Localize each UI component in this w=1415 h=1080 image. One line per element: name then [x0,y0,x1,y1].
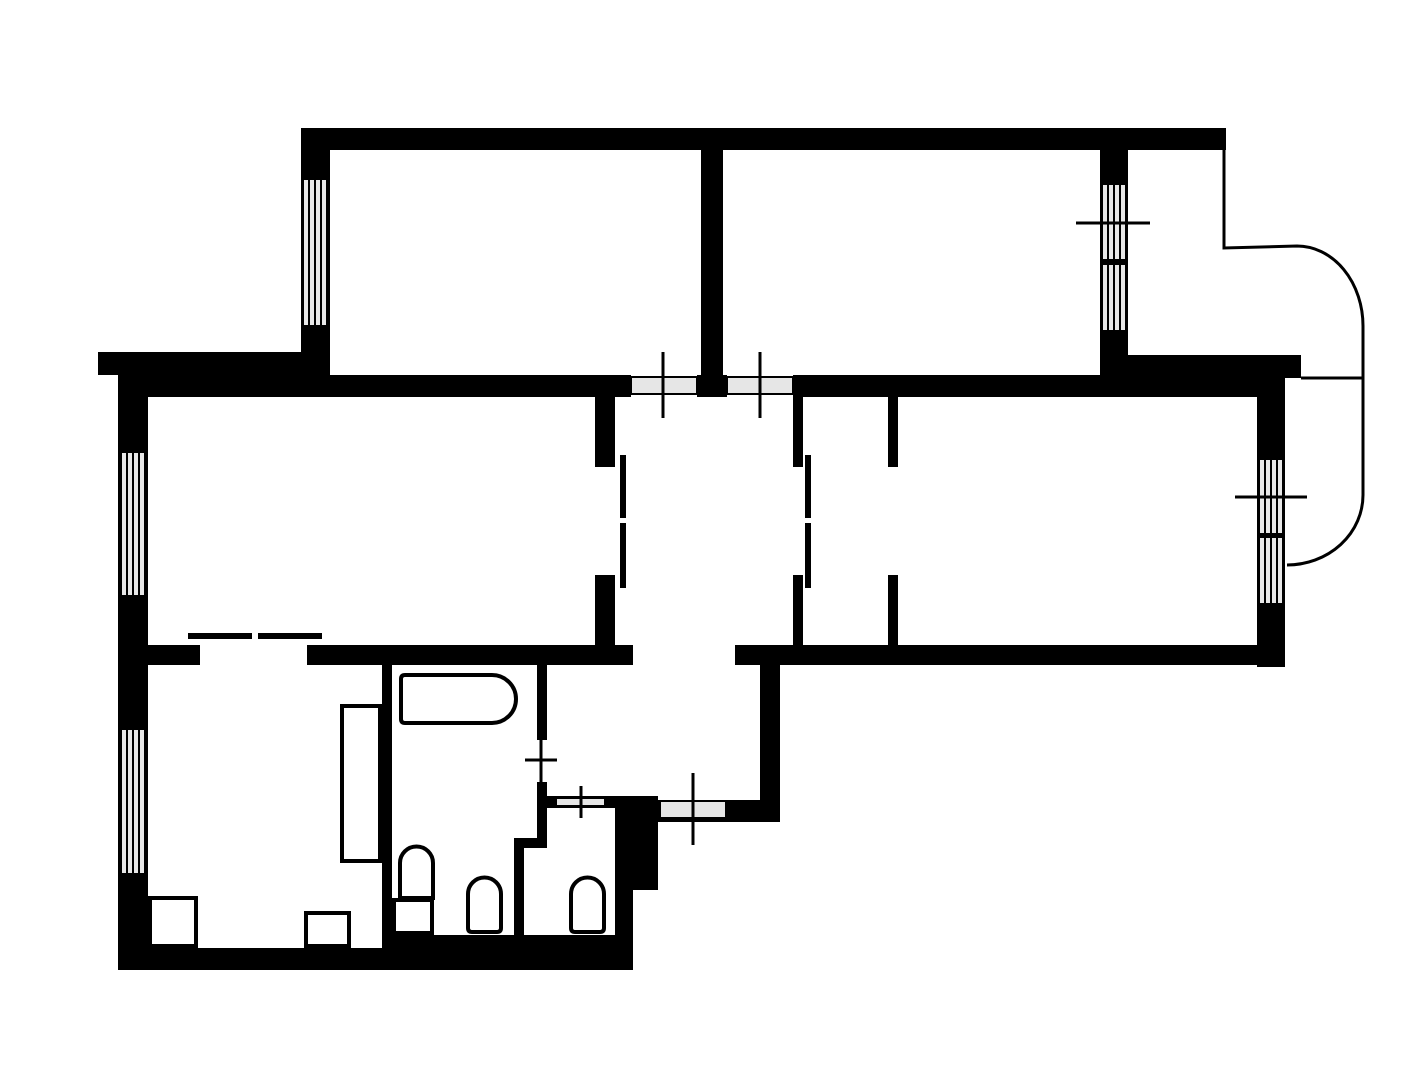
wall-closet-partition-upper [888,397,898,467]
window-pane [122,453,126,595]
window-pane [1260,538,1264,603]
bidet [466,875,503,934]
window-balcony-door-lower [1235,460,1307,603]
toilet-fixtures [569,875,606,934]
bathroom-fixtures [392,673,518,935]
window-pane [322,180,326,325]
window-pane [1272,538,1276,603]
wall-middle-horizontal-left [118,375,631,397]
window-bedroom-upper-left [304,180,326,325]
room-living-right [898,397,1257,645]
wall-top-exterior [301,128,1226,150]
sliding-door-panel [258,633,322,639]
sliding-door-panel [805,523,811,588]
wall-hallway-right [760,665,780,822]
wall-middle-horizontal-right [793,375,1257,397]
wall-living-left-right-lower [595,575,615,645]
sliding-door-panel [188,633,252,639]
window-pane [1115,265,1119,330]
door-bedroom-upper-right [726,352,794,418]
room-entry-hall [547,665,760,796]
kitchen-fixtures [148,704,382,948]
sliding-door-living-left [620,455,626,588]
window-balcony-door-upper [1076,185,1150,330]
sliding-door-panel [620,523,626,588]
window-pane [310,180,314,325]
wall-bath-toilet-vertical [514,838,524,935]
window-pane [128,453,132,595]
door-toilet [555,786,606,818]
window-pane [1121,265,1125,330]
washing-machine-base [398,844,435,900]
wall-living-left-bottom-b [307,645,633,665]
room-bedroom-upper-right [723,150,1100,375]
window-pane [122,730,126,873]
window-pane [1109,265,1113,330]
window-living-left [122,453,144,595]
window-pane [134,730,138,873]
room-closet [803,397,888,645]
room-bedroom-upper-left [330,150,701,375]
wall-living-right-left-upper [793,397,803,467]
window-pane [134,453,138,595]
wall-bottom-exterior [118,948,633,970]
sliding-door-living-right [805,455,811,588]
wall-center-vertical [701,128,723,375]
room-living-left [148,397,595,645]
door-entry [659,773,727,845]
washing-machine [392,898,434,935]
window-pane [140,730,144,873]
wall-bathroom-bottom [392,935,633,948]
wall-closet-partition-lower [888,575,898,645]
kitchen-sink-cabinet [304,911,351,948]
kitchen-stove [148,896,198,948]
room-balcony [1128,150,1224,355]
wall-ledge-left [98,352,330,375]
wall-bedroom-right-exterior [1100,150,1128,375]
window-pane [140,453,144,595]
wall-between-doors [697,375,727,397]
window-pane [1278,538,1282,603]
kitchen-counter [340,704,382,863]
bathtub [399,673,518,725]
room-hallway [615,397,793,665]
toilet [569,875,606,934]
wall-balcony-base [1100,355,1301,378]
wall-living-right-bottom [735,645,1285,665]
wall-kitchen-bathroom [382,665,392,948]
balcony-outline [1222,150,1365,567]
sliding-door-kitchen [188,633,322,639]
window-pane [1103,265,1107,330]
window-pane [304,180,308,325]
door-bedroom-upper-left [630,352,698,418]
wall-living-right-left-lower [793,575,803,645]
balcony-railing [1222,150,1365,567]
sliding-door-panel [805,455,811,518]
window-kitchen [122,730,144,873]
window-pane [1266,538,1270,603]
wall-living-left-right-upper [595,397,615,467]
wall-shaft-block [615,796,658,890]
window-pane [316,180,320,325]
sliding-door-panel [620,455,626,518]
window-pane [128,730,132,873]
door-bathroom [525,740,557,782]
wall-bath-toilet-horizontal [514,838,547,848]
wall-living-left-bottom-a [118,645,200,665]
